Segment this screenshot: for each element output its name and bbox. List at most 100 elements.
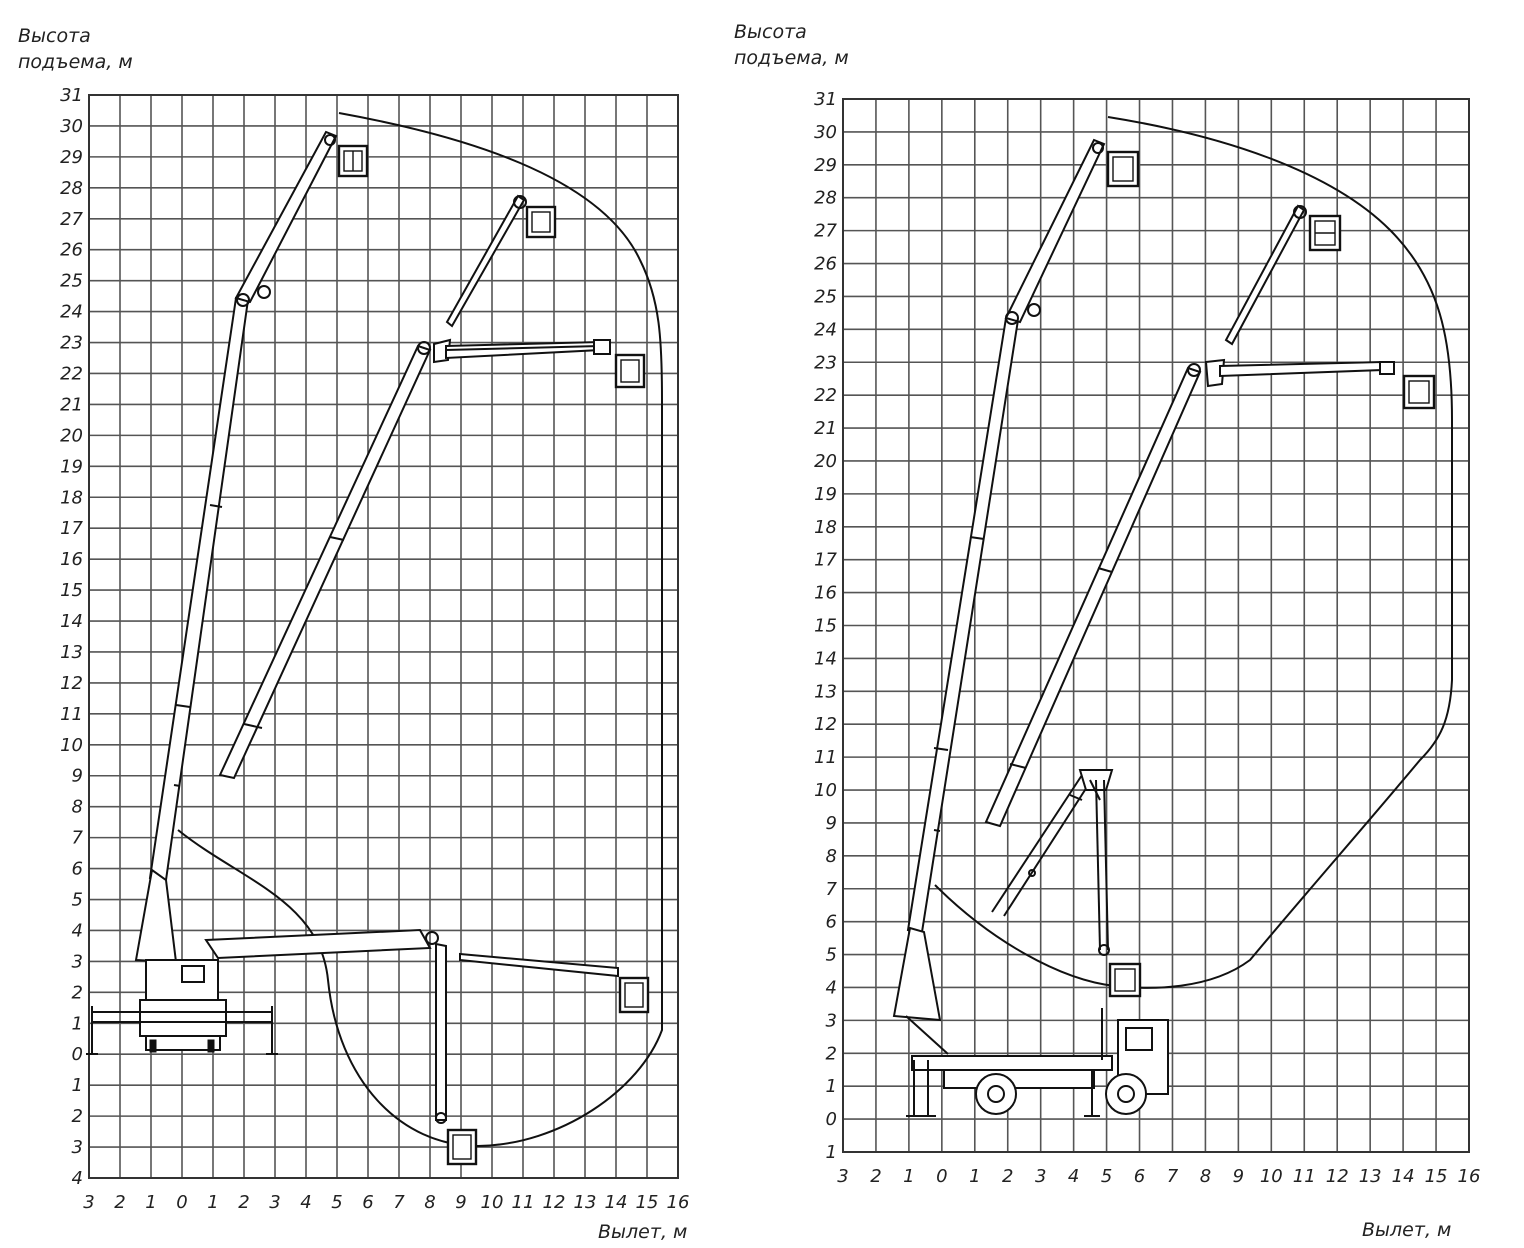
right-x-axis-title: Вылет, м — [1362, 1219, 1451, 1241]
right-truck-rear-wheel — [975, 1073, 1017, 1115]
left-working-envelope — [177, 112, 663, 1148]
left-y-axis-title-line1: Высота — [18, 25, 91, 47]
x-tick-label: 16 — [1458, 1166, 1481, 1187]
left-y-tick-labels: 3130292827262524232221201918171615141312… — [60, 85, 83, 1189]
left-grid-frame — [88, 94, 679, 1179]
y-tick-label: 0 — [72, 1044, 83, 1065]
left-boom-upper-right — [445, 194, 557, 328]
y-tick-label: 15 — [814, 616, 837, 637]
x-tick-label: 5 — [1101, 1166, 1112, 1187]
x-tick-label: 2 — [1002, 1166, 1013, 1187]
x-tick-label: 15 — [636, 1192, 659, 1213]
x-tick-label: 8 — [1200, 1166, 1211, 1187]
y-tick-label: 1 — [826, 1142, 837, 1163]
y-tick-label: 28 — [60, 178, 83, 199]
y-tick-label: 2 — [826, 1043, 837, 1064]
x-tick-label: 1 — [969, 1166, 980, 1187]
right-boom-outreach-23m — [984, 358, 1436, 828]
y-tick-label: 31 — [60, 85, 83, 106]
y-tick-label: 11 — [60, 704, 83, 725]
y-tick-label: 21 — [814, 418, 837, 439]
x-tick-label: 7 — [393, 1192, 405, 1213]
y-tick-label: 1 — [72, 1013, 83, 1034]
y-tick-label: 3 — [72, 951, 83, 972]
x-tick-label: 13 — [1359, 1166, 1382, 1187]
y-tick-label: 22 — [60, 363, 83, 384]
x-tick-label: 3 — [83, 1192, 94, 1213]
y-tick-label: 5 — [826, 945, 837, 966]
left-boom-low-level — [204, 928, 650, 1166]
left-grid — [88, 94, 679, 1179]
y-tick-label: 13 — [814, 681, 837, 702]
x-tick-label: 3 — [1035, 1166, 1046, 1187]
x-tick-label: 7 — [1167, 1166, 1179, 1187]
y-tick-label: 7 — [72, 828, 84, 849]
x-tick-label: 4 — [300, 1192, 311, 1213]
x-tick-label: 2 — [114, 1192, 125, 1213]
y-tick-label: 29 — [60, 147, 83, 168]
y-tick-label: 26 — [60, 240, 83, 261]
y-tick-label: 25 — [814, 286, 837, 307]
y-tick-label: 10 — [814, 780, 837, 801]
right-truck-side-view — [892, 926, 1169, 1117]
y-tick-label: 5 — [72, 890, 83, 911]
x-tick-label: 6 — [1134, 1166, 1145, 1187]
x-tick-label: 5 — [331, 1192, 342, 1213]
y-tick-label: 1 — [72, 1075, 83, 1096]
x-tick-label: 3 — [269, 1192, 280, 1213]
y-tick-label: 13 — [60, 642, 83, 663]
y-tick-label: 20 — [60, 425, 83, 446]
left-boom-outreach-23m — [218, 338, 646, 780]
right-boom-mid-level — [991, 769, 1142, 998]
x-tick-label: 1 — [145, 1192, 156, 1213]
right-y-axis-title-line1: Высота — [734, 21, 807, 43]
right-working-range-panel: Высота подъема, м Вылет, м 3130292827262… — [734, 21, 1480, 1241]
x-tick-label: 11 — [512, 1192, 535, 1213]
y-tick-label: 12 — [814, 714, 837, 735]
x-tick-label: 8 — [424, 1192, 435, 1213]
x-tick-label: 4 — [1068, 1166, 1079, 1187]
y-tick-label: 19 — [814, 484, 837, 505]
y-tick-label: 22 — [814, 385, 837, 406]
y-tick-label: 3 — [72, 1137, 83, 1158]
y-tick-label: 6 — [72, 859, 83, 880]
right-truck-front-wheel — [1105, 1073, 1147, 1115]
x-tick-label: 0 — [176, 1192, 187, 1213]
y-tick-label: 23 — [60, 333, 83, 354]
left-working-range-panel: Высота подъема, м Вылет, м 3130292827262… — [18, 25, 689, 1243]
right-y-axis-title-line2: подъема, м — [734, 47, 849, 69]
y-tick-label: 29 — [814, 155, 837, 176]
left-x-axis-title: Вылет, м — [598, 1221, 687, 1243]
y-tick-label: 8 — [826, 846, 837, 867]
y-tick-label: 17 — [814, 550, 837, 571]
y-tick-label: 14 — [814, 648, 837, 669]
x-tick-label: 3 — [837, 1166, 848, 1187]
x-tick-label: 16 — [667, 1192, 690, 1213]
y-tick-label: 8 — [72, 797, 83, 818]
x-tick-label: 2 — [238, 1192, 249, 1213]
y-tick-label: 15 — [60, 580, 83, 601]
x-tick-label: 0 — [936, 1166, 947, 1187]
y-tick-label: 30 — [814, 122, 837, 143]
left-truck-front-view — [86, 868, 278, 1055]
x-tick-label: 9 — [1233, 1166, 1244, 1187]
y-tick-label: 3 — [826, 1010, 837, 1031]
x-tick-label: 15 — [1425, 1166, 1448, 1187]
y-tick-label: 31 — [814, 89, 837, 110]
y-tick-label: 19 — [60, 456, 83, 477]
y-tick-label: 18 — [814, 517, 837, 538]
y-tick-label: 16 — [60, 549, 83, 570]
x-tick-label: 14 — [605, 1192, 628, 1213]
x-tick-label: 9 — [455, 1192, 466, 1213]
right-working-envelope — [934, 116, 1453, 989]
y-tick-label: 21 — [60, 394, 83, 415]
y-tick-label: 2 — [72, 982, 83, 1003]
y-tick-label: 25 — [60, 271, 83, 292]
y-tick-label: 24 — [60, 302, 83, 323]
x-tick-label: 14 — [1392, 1166, 1415, 1187]
y-tick-label: 4 — [72, 920, 83, 941]
right-grid — [842, 98, 1470, 1153]
x-tick-label: 12 — [543, 1192, 566, 1213]
